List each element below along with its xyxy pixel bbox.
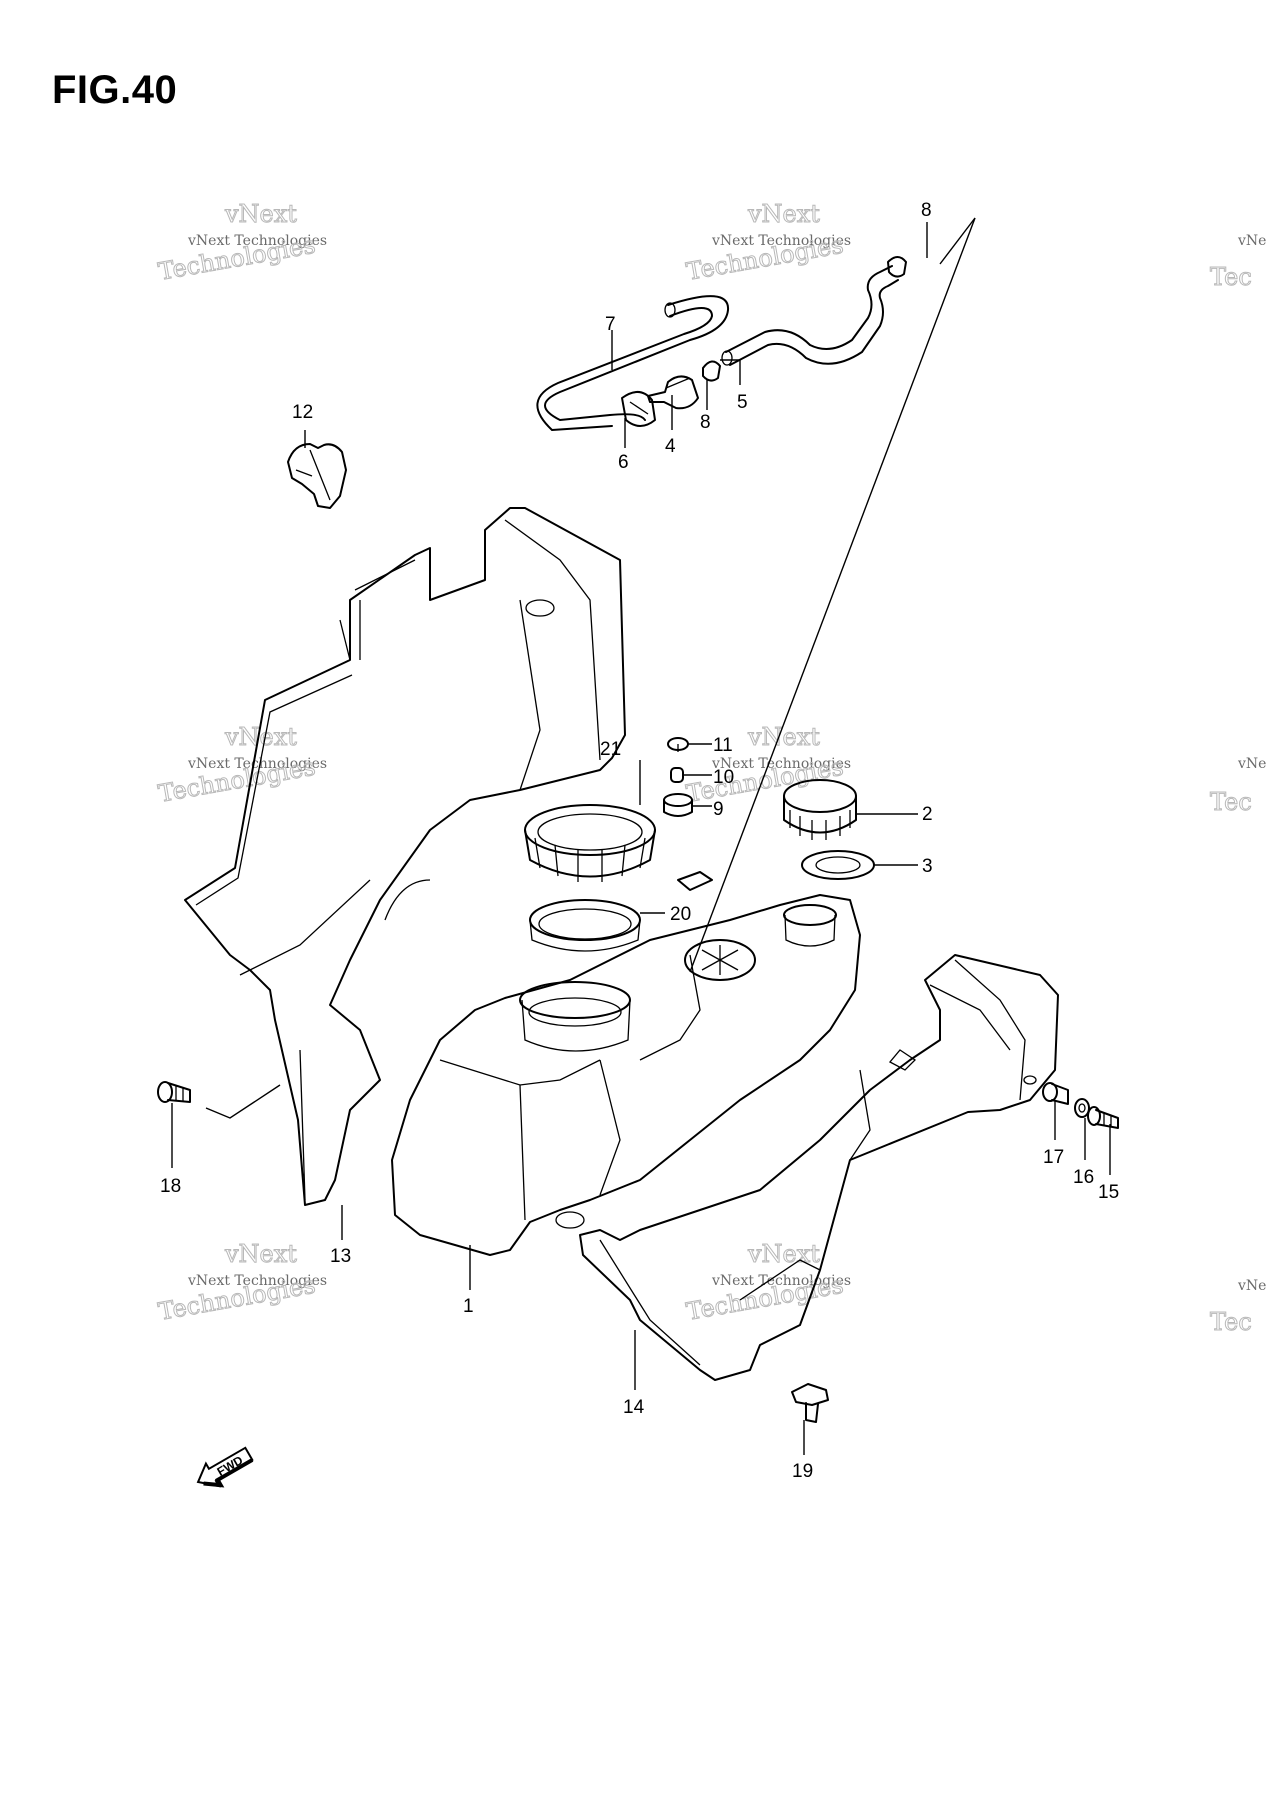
watermark-line: vNext Technologies bbox=[711, 756, 851, 772]
callout-21: 21 bbox=[600, 739, 621, 760]
collar-17 bbox=[1042, 1082, 1069, 1105]
callout-7: 7 bbox=[605, 314, 616, 335]
gasket-3 bbox=[801, 850, 875, 880]
callout-14: 14 bbox=[623, 1397, 645, 1418]
washer-16 bbox=[1074, 1098, 1090, 1118]
callout-13: 13 bbox=[330, 1246, 351, 1267]
callout-4: 4 bbox=[665, 436, 676, 457]
callout-19: 19 bbox=[792, 1461, 813, 1482]
watermark-top: vNext bbox=[747, 1240, 820, 1268]
tank-mount-tab bbox=[677, 871, 713, 891]
callout-18: 18 bbox=[160, 1176, 181, 1197]
figure-title: FIG.40 bbox=[52, 68, 178, 112]
callout-9: 9 bbox=[713, 799, 724, 820]
bolt-11 bbox=[667, 737, 689, 752]
watermark-line: vNext Technologies bbox=[187, 756, 327, 772]
callout-12: 12 bbox=[292, 402, 313, 423]
fuel-tank-1 bbox=[391, 894, 861, 1256]
grommet-9 bbox=[663, 793, 693, 817]
callout-1: 1 bbox=[463, 1296, 474, 1317]
watermark-right-edge: vNe Tec vNe Tec vNe Tec bbox=[1210, 233, 1267, 1337]
breather-hose-7 bbox=[536, 295, 730, 431]
seal-20 bbox=[529, 899, 641, 952]
callout-11: 11 bbox=[713, 735, 733, 756]
collar-10 bbox=[670, 767, 684, 783]
watermark-edge: Tec bbox=[1210, 788, 1252, 816]
watermark-line: vNext Technologies bbox=[711, 233, 851, 249]
leader-lines bbox=[171, 222, 1111, 1455]
watermark-edge: Tec bbox=[1210, 263, 1252, 291]
callout-8-lower: 8 bbox=[700, 412, 711, 433]
bolt-18-routing-line bbox=[205, 1084, 281, 1119]
breather-hose-5 bbox=[721, 265, 899, 366]
watermark-top: vNext bbox=[224, 200, 297, 228]
watermark-line: vNext Technologies bbox=[711, 1273, 851, 1289]
watermark-edge: vNe bbox=[1237, 756, 1266, 772]
watermark-top: vNext bbox=[224, 1240, 297, 1268]
side-cover-13 bbox=[184, 507, 626, 1206]
watermark-edge: Tec bbox=[1210, 1308, 1252, 1336]
callout-17: 17 bbox=[1043, 1147, 1064, 1168]
bolt-18 bbox=[157, 1081, 191, 1103]
hose-clip-8-upper bbox=[887, 256, 907, 278]
hose-routing-line bbox=[689, 217, 976, 973]
watermark-line: vNext Technologies bbox=[187, 1273, 327, 1289]
hose-clip-8-lower bbox=[702, 360, 721, 382]
callout-3: 3 bbox=[922, 856, 933, 877]
push-rivet-19 bbox=[791, 1383, 829, 1423]
bracket-12 bbox=[287, 443, 347, 509]
watermark-edge: vNe bbox=[1237, 1278, 1266, 1294]
watermark-top-center: vNext vNext Technologies Technologies bbox=[684, 200, 851, 287]
watermark-line: vNext Technologies bbox=[187, 233, 327, 249]
fwd-arrow: FWD bbox=[196, 1446, 254, 1488]
callout-6: 6 bbox=[618, 452, 629, 473]
callout-8-upper: 8 bbox=[921, 200, 932, 221]
watermark-top: vNext bbox=[747, 723, 820, 751]
callout-2: 2 bbox=[922, 804, 933, 825]
callout-15: 15 bbox=[1098, 1182, 1119, 1203]
watermark-top-left: vNext vNext Technologies Technologies bbox=[156, 200, 327, 287]
hose-clamp-6 bbox=[621, 391, 656, 427]
check-valve-4 bbox=[647, 375, 699, 410]
callout-5: 5 bbox=[737, 392, 748, 413]
watermark-bottom-left: vNext vNext Technologies Technologies bbox=[156, 1240, 327, 1327]
ring-nut-21 bbox=[524, 804, 656, 882]
watermark-mid-left: vNext vNext Technologies Technologies bbox=[156, 723, 327, 809]
watermark-bottom-center: vNext vNext Technologies Technologies bbox=[684, 1240, 851, 1327]
bolt-15 bbox=[1087, 1106, 1119, 1129]
side-cover-14 bbox=[579, 954, 1059, 1381]
callout-20: 20 bbox=[670, 904, 691, 925]
callout-16: 16 bbox=[1073, 1167, 1094, 1188]
watermark-top: vNext bbox=[747, 200, 820, 228]
hose-routing-line-top bbox=[939, 217, 976, 265]
callout-10: 10 bbox=[713, 767, 734, 788]
fuel-cap-2 bbox=[783, 779, 857, 840]
watermark-edge: vNe bbox=[1237, 233, 1266, 249]
